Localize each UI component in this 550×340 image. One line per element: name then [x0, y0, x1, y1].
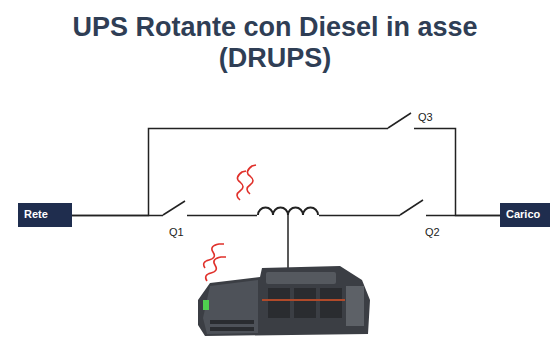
engine-body	[198, 266, 370, 336]
engine-vent	[210, 327, 254, 331]
heat-wave	[237, 171, 246, 200]
diagram-title: UPS Rotante con Diesel in asse (DRUPS)	[60, 12, 490, 74]
switch-blade	[388, 113, 411, 128]
heat-wave	[206, 257, 226, 281]
terminal-box: Carico	[500, 203, 550, 227]
engine-block	[320, 288, 342, 318]
switch-label: Q2	[424, 226, 441, 239]
heat-wave	[247, 165, 256, 194]
terminal-box: Rete	[18, 203, 72, 227]
switch-blade	[163, 201, 185, 215]
engine-block	[294, 288, 316, 318]
coil-symbol	[258, 208, 318, 215]
terminal-label: Rete	[24, 208, 66, 220]
switch-blade	[400, 200, 423, 215]
switch-label: Q3	[417, 111, 434, 124]
terminal-label: Carico	[506, 208, 544, 220]
shaft-line	[287, 215, 289, 268]
status-light	[203, 300, 209, 310]
power-wire	[72, 129, 500, 216]
engine-block	[268, 288, 290, 318]
engine-end	[346, 286, 364, 326]
diesel-engine	[198, 266, 370, 336]
switch-label: Q1	[168, 226, 185, 239]
engine-housing	[203, 280, 258, 334]
heat-waves	[204, 165, 256, 281]
engine-vent	[210, 320, 254, 324]
engine-cover	[266, 272, 336, 284]
engine-stripe	[262, 299, 345, 301]
